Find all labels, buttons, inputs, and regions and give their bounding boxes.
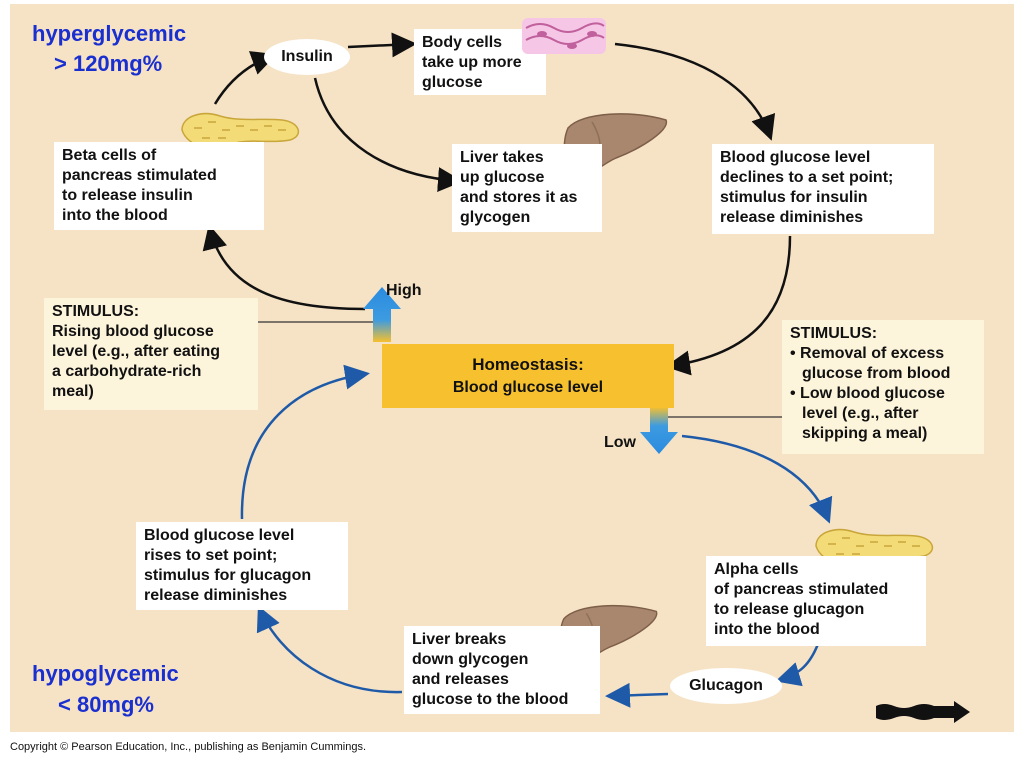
glucose-declines-line: Blood glucose level [720,149,871,166]
stimulus-low-line: glucose from blood [802,365,951,382]
alpha-cells-box: Alpha cells of pancreas stimulated to re… [706,556,926,646]
glucose-declines-line: stimulus for insulin [720,189,868,206]
stimulus-rising-line: STIMULUS: [52,303,140,320]
liver-releases-line: Liver breaks [412,631,507,648]
homeostasis-subtitle: Blood glucose level [452,379,604,396]
body-cells-icon [522,18,606,54]
pancreas-icon [815,528,934,565]
arrow-declines-to-homeostasis [665,235,792,376]
insulin-hormone-label: Insulin [264,39,350,75]
body-cells-box: Body cells take up more glucose [414,29,546,95]
body-cells-line: take up more [422,54,522,71]
glucose-rises-box: Blood glucose level rises to set point; … [136,522,348,610]
stimulus-rising-line: Rising blood glucose [52,323,214,340]
stimulus-low-line: level (e.g., after [802,405,919,422]
alpha-cells-line: of pancreas stimulated [714,581,889,598]
stimulus-low-box: STIMULUS: • Removal of excess glucose fr… [782,320,984,454]
alpha-cells-line: into the blood [714,621,820,638]
arrow-glucagon-to-liver [605,682,669,708]
diagram-canvas: hyperglycemic > 120mg% hypoglycemic < 80… [10,4,1014,732]
arrow-liver-to-rises [256,605,403,694]
liver-stores-line: and stores it as [460,189,578,206]
liver-releases-line: down glycogen [412,651,529,668]
low-arrow [640,407,678,454]
next-arrow-icon[interactable] [874,700,974,724]
stimulus-low-line: • Removal of excess [790,345,945,362]
liver-stores-line: up glucose [460,169,545,186]
high-label: High [386,282,422,299]
liver-releases-line: and releases [412,671,509,688]
stimulus-low-line: skipping a meal) [802,425,928,442]
arrow-beta-to-insulin [213,51,277,105]
homeostasis-box: Homeostasis: Blood glucose level [382,344,674,408]
liver-stores-box: Liver takes up glucose and stores it as … [452,144,602,232]
body-cells-line: Body cells [422,34,503,51]
glucose-declines-line: release diminishes [720,209,864,226]
beta-cells-line: into the blood [62,207,168,224]
liver-releases-line: glucose to the blood [412,691,569,708]
pancreas-icon [181,112,300,149]
stimulus-rising-line: meal) [52,383,94,400]
liver-releases-box: Liver breaks down glycogen and releases … [404,626,600,714]
hypoglycemic-label: hypoglycemic [32,661,179,686]
glucagon-hormone-label: Glucagon [670,668,782,704]
beta-cells-line: Beta cells of [62,147,157,164]
glucose-rises-line: stimulus for glucagon [144,567,312,584]
body-cells-line: glucose [422,74,483,91]
hyperglycemic-threshold: > 120mg% [54,51,163,76]
stimulus-low-line: • Low blood glucose [790,385,945,402]
liver-stores-line: Liver takes [460,149,544,166]
glucose-rises-line: Blood glucose level [144,527,295,544]
beta-cells-box: Beta cells of pancreas stimulated to rel… [54,142,264,230]
arrow-insulin-to-bodycells [347,32,417,58]
liver-stores-line: glycogen [460,209,531,226]
alpha-cells-line: to release glucagon [714,601,865,618]
glucose-rises-line: rises to set point; [144,547,278,564]
glucose-rises-line: release diminishes [144,587,288,604]
arrow-insulin-to-liver [313,77,463,192]
stimulus-rising-line: a carbohydrate-rich [52,363,202,380]
copyright-notice: Copyright © Pearson Education, Inc., pub… [10,741,367,753]
arrow-bodycells-to-declines [614,42,776,141]
glucose-declines-line: declines to a set point; [720,169,894,186]
high-arrow [363,287,401,342]
arrow-alpha-to-glucagon [775,643,820,687]
arrow-rises-to-homeostasis [240,364,370,520]
hypoglycemic-threshold: < 80mg% [58,692,154,717]
glucose-declines-box: Blood glucose level declines to a set po… [712,144,934,234]
beta-cells-line: to release insulin [62,187,193,204]
beta-cells-line: pancreas stimulated [62,167,217,184]
low-label: Low [604,434,636,451]
homeostasis-title: Homeostasis: [472,355,584,374]
stimulus-low-title: STIMULUS: [790,325,878,342]
stimulus-rising-box: STIMULUS: Rising blood glucose level (e.… [44,298,258,410]
arrow-low-to-alpha [681,434,833,524]
arrow-high-to-beta [202,224,366,311]
hyperglycemic-label: hyperglycemic [32,21,187,46]
stimulus-rising-line: level (e.g., after eating [52,343,221,360]
arrows-layer [202,32,833,708]
alpha-cells-line: Alpha cells [714,561,799,578]
